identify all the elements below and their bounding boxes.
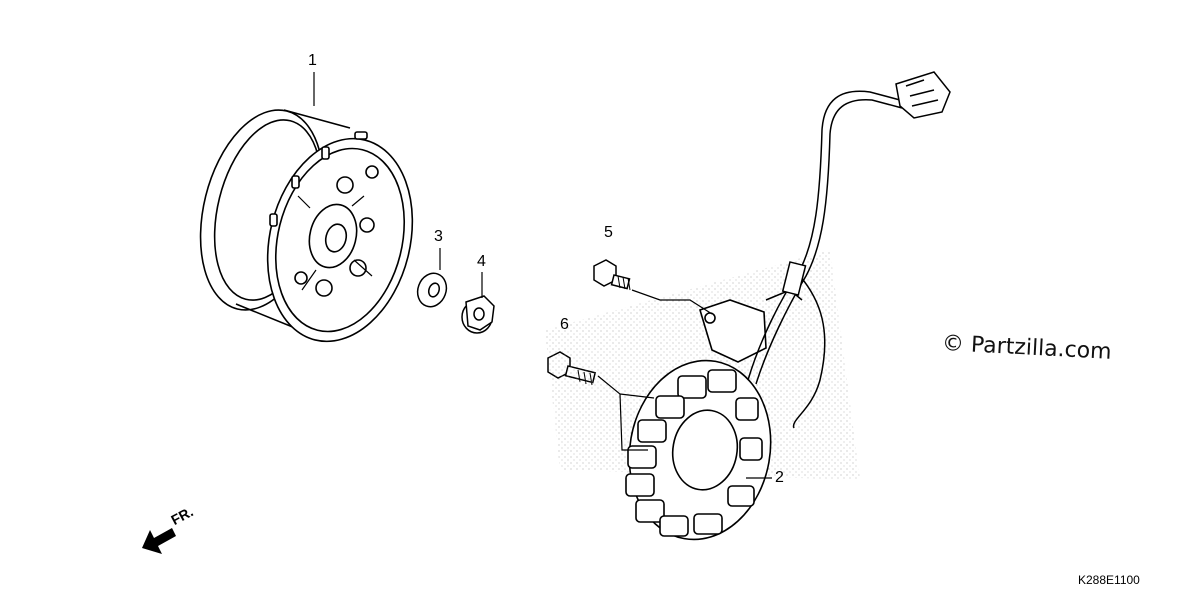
stator-assembly [545,71,951,541]
bolt-short [593,259,631,291]
callout-1: 1 [308,52,317,69]
callout-6: 6 [560,316,569,333]
callout-3: 3 [434,228,443,245]
washer [416,272,448,308]
leader-lines [313,72,772,479]
flywheel-rotor [199,109,414,343]
callout-4: 4 [477,253,486,270]
callout-5: 5 [604,224,613,241]
callout-2: 2 [775,469,784,486]
flange-nut [461,295,495,334]
front-direction-arrow [142,528,176,554]
diagram-code: K288E1100 [1078,573,1140,587]
